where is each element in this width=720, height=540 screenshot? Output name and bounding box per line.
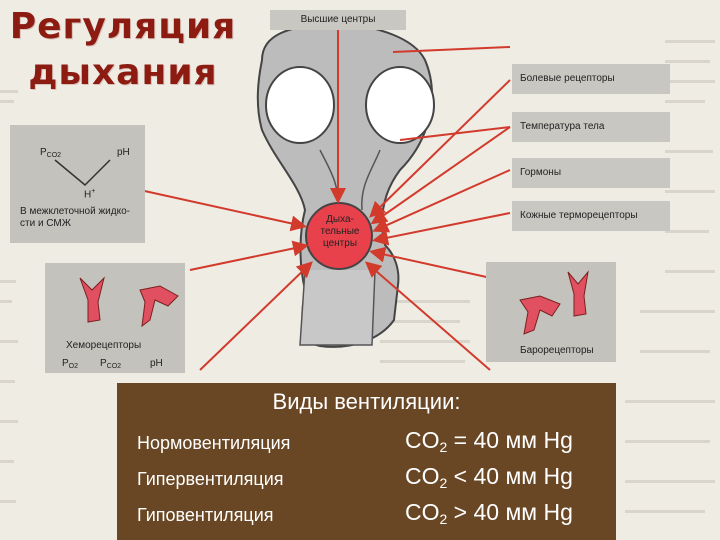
chemoreceptor-panel-shape [45,263,185,373]
ventilation-row: Нормовентиляция CO2 = 40 мм Hg [137,427,617,457]
arrow-interstitial [139,189,307,232]
skin-thermoreceptors-label: Кожные терморецепторы [520,210,638,221]
pain-receptors-label: Болевые рецепторы [520,73,615,84]
interstitial-caption: В межклеточной жидко- сти и СМЖ [20,206,145,230]
ventilation-heading: Виды вентиляции: [272,389,461,414]
hormones-box: Гормоны [512,158,670,188]
ventilation-row: Гипервентиляция CO2 < 40 мм Hg [137,463,617,493]
ventilation-formula: CO2 > 40 мм Hg [405,499,573,527]
arrow-temperature [370,126,511,225]
pain-receptors-box: Болевые рецепторы [512,64,670,94]
respiratory-center-label: Дыха- тельные центры [310,214,370,250]
left-hemisphere-shape [265,66,335,144]
carotid-body-left [79,276,105,323]
arrow-pain [369,79,511,218]
page-title: Регуляция дыхания [8,4,238,96]
aortic-arch-right [519,295,561,335]
arrow-hormones [372,169,511,233]
interstitial-pco2: PCO2 [40,147,62,159]
carotid-sinus-right [567,270,589,317]
title-line-1: Регуляция [9,6,237,47]
ventilation-type: Гиповентиляция [137,505,274,525]
title-line-2: дыхания [28,52,218,93]
arrow-lower-1 [199,261,313,371]
ventilation-panel: Виды вентиляции: Нормовентиляция CO2 = 4… [117,383,616,540]
chemoreceptors-pco2: PCO2 [100,358,122,370]
ventilation-formula: CO2 = 40 мм Hg [405,427,573,455]
skin-thermoreceptors-box: Кожные терморецепторы [512,201,670,231]
right-hemisphere-shape [365,66,435,144]
ventilation-type: Гипервентиляция [137,469,284,489]
interstitial-caption-line-1: В межклеточной жидко- [20,206,130,217]
ventilation-row: Гиповентиляция CO2 > 40 мм Hg [137,499,617,529]
arrow-chemoreceptors [189,240,309,271]
arrow-lower-2 [364,261,491,371]
interstitial-ph: pH [117,147,130,158]
hormones-label: Гормоны [520,167,562,178]
chemoreceptors-po2: PO2 [62,358,79,370]
chemoreceptors-label: Хеморецепторы [66,340,142,351]
brainstem-shape [299,269,376,346]
arrow-skin [372,212,511,246]
higher-centers-label: Высшие центры [300,14,376,25]
aortic-body-left [139,285,179,328]
interstitial-panel-shape [10,125,145,243]
interstitial-h-ion: H+ [84,188,96,201]
higher-centers-box: Высшие центры [270,10,406,30]
respiratory-center-line-2: тельные [320,226,360,237]
body-temperature-label: Температура тела [520,121,605,132]
respiratory-center-line-1: Дыха- [326,214,354,225]
baroreceptors-label: Барорецепторы [520,345,594,356]
respiratory-center-line-3: центры [322,238,358,249]
ventilation-formula: CO2 < 40 мм Hg [405,463,573,491]
interstitial-caption-line-2: сти и СМЖ [20,218,71,229]
chemoreceptors-ph: pH [150,358,163,369]
ventilation-type: Нормовентиляция [137,433,291,453]
arrow-baroreceptors [369,246,501,281]
body-temperature-box: Температура тела [512,112,670,142]
